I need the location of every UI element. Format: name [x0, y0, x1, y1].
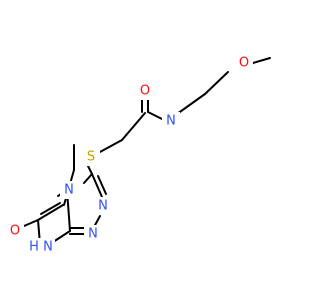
svg-text:N: N: [64, 183, 74, 198]
svg-text:O: O: [140, 84, 150, 99]
atom-N7: N: [60, 181, 78, 199]
atom-labels: O N O S N N N N: [6, 54, 253, 256]
bond: [87, 165, 93, 175]
atom-O1: O: [235, 54, 253, 72]
svg-text:N: N: [98, 199, 108, 214]
svg-text:N: N: [88, 227, 98, 242]
bond: [252, 57, 271, 64]
bond: [91, 173, 103, 198]
atom-N5: N: [94, 197, 112, 215]
bonds: [23, 57, 271, 245]
bond: [40, 202, 61, 215]
svg-text:N: N: [166, 114, 176, 129]
atom-H9: H: [27, 238, 41, 256]
bond: [97, 175, 107, 195]
svg-text:N: N: [43, 240, 53, 255]
svg-text:O: O: [10, 224, 20, 239]
bond: [176, 93, 206, 115]
svg-text:S: S: [87, 150, 95, 165]
bond: [204, 71, 229, 95]
svg-text:O: O: [239, 56, 249, 71]
bond: [37, 204, 64, 221]
atom-O10: O: [6, 222, 24, 240]
molecule-structure: O N O S N N N N: [6, 54, 271, 256]
atom-S4: S: [82, 148, 100, 166]
atom-O3: O: [136, 82, 154, 100]
atom-N6: N: [84, 225, 102, 243]
atom-N2: N: [162, 112, 180, 130]
bond: [99, 139, 123, 153]
bond: [23, 219, 39, 227]
atom-N8: N: [41, 238, 55, 256]
bond: [83, 173, 93, 184]
bond: [121, 112, 146, 141]
svg-text:H: H: [29, 240, 39, 255]
